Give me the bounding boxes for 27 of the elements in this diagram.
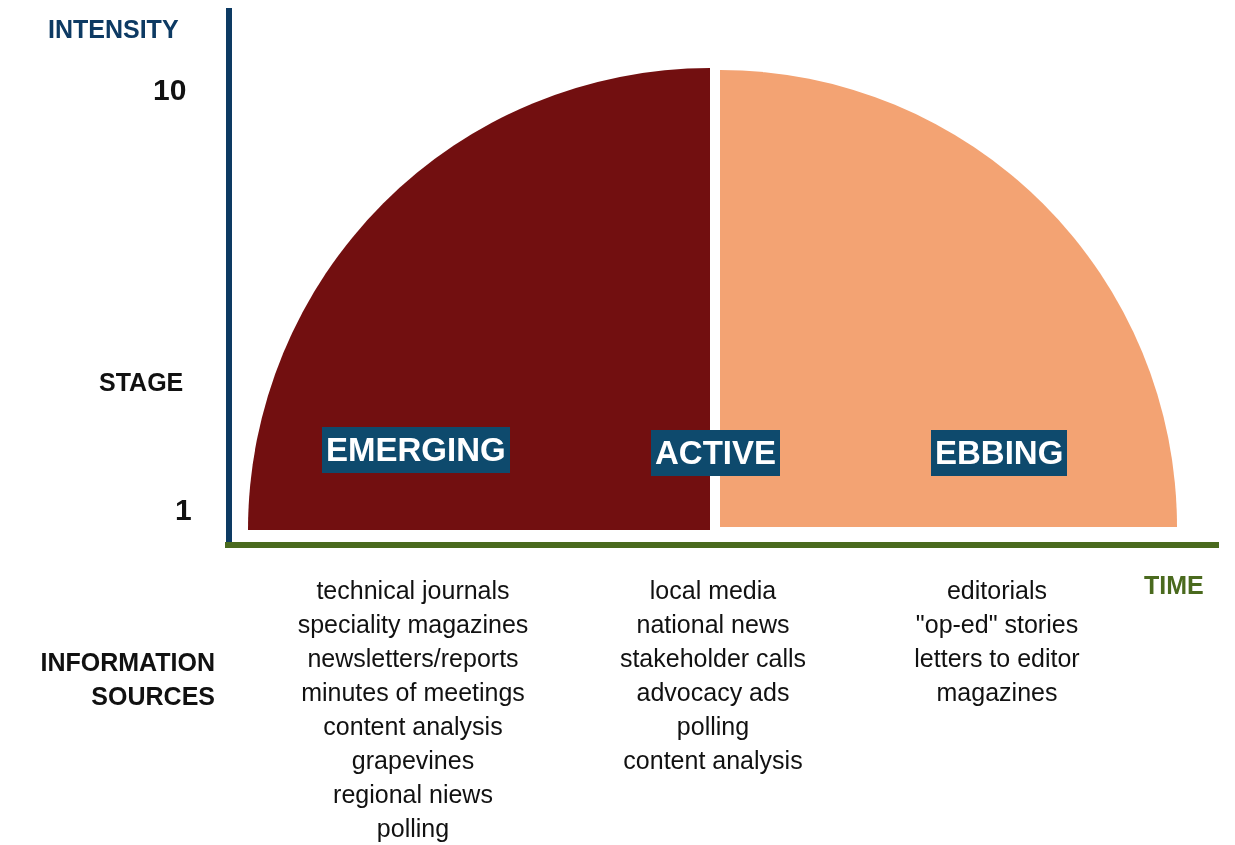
source-text: grapevines [351,745,475,775]
source-text: polling [676,711,750,741]
axis-label: TIME [1144,570,1204,600]
axis-label: 10 [153,75,187,105]
source-text: national news [636,609,790,639]
source-text: magazines [936,677,1058,707]
axis-label: INTENSITY [48,14,179,44]
source-text: minutes of meetings [301,677,525,707]
source-text: local media [649,575,777,605]
source-text: polling [376,813,450,843]
source-text: content analysis [323,711,503,741]
axis-label: 1 [175,495,192,525]
source-text: editorials [946,575,1048,605]
axis-label: STAGE [99,367,184,397]
source-text: technical journals [316,575,510,605]
axis-label: INFORMATION SOURCES [39,647,215,712]
stage-label: ACTIVE [651,430,780,476]
stage-label: EBBING [931,430,1068,476]
source-text: regional niews [333,779,493,809]
source-text: content analysis [623,745,803,775]
source-text: newsletters/reports [307,643,519,673]
source-text: speciality magazines [297,609,529,639]
source-text: letters to editor [914,643,1080,673]
source-text: stakeholder calls [619,643,807,673]
source-text: "op-ed" stories [915,609,1079,639]
source-text: advocacy ads [636,677,790,707]
stage-label: EMERGING [322,427,510,473]
